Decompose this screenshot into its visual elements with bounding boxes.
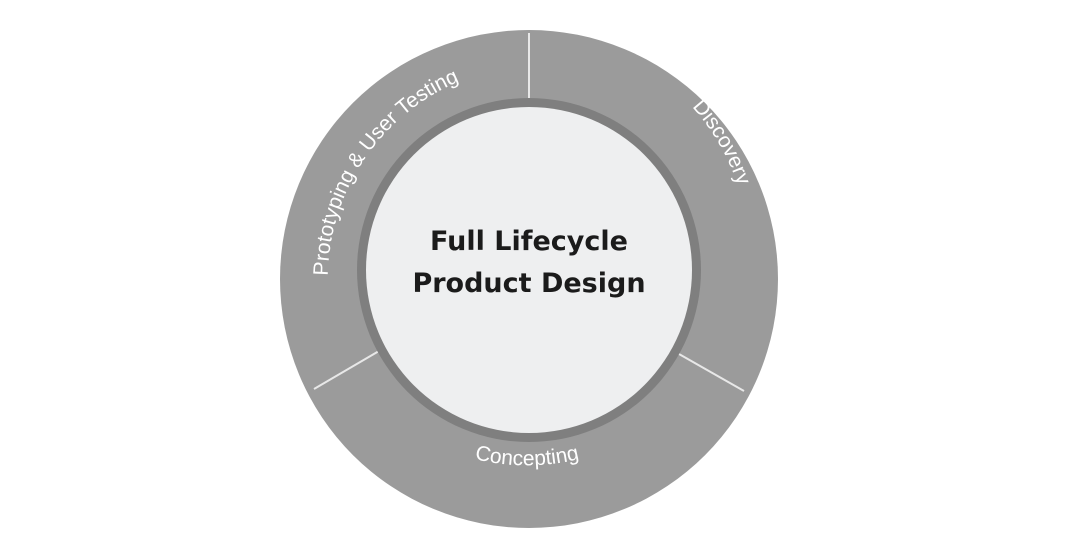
center-title-line2: Product Design (412, 268, 645, 299)
center-title-line1: Full Lifecycle (430, 226, 628, 257)
center-disc (366, 107, 692, 433)
divider-right (678, 353, 745, 392)
divider-left (313, 350, 380, 390)
